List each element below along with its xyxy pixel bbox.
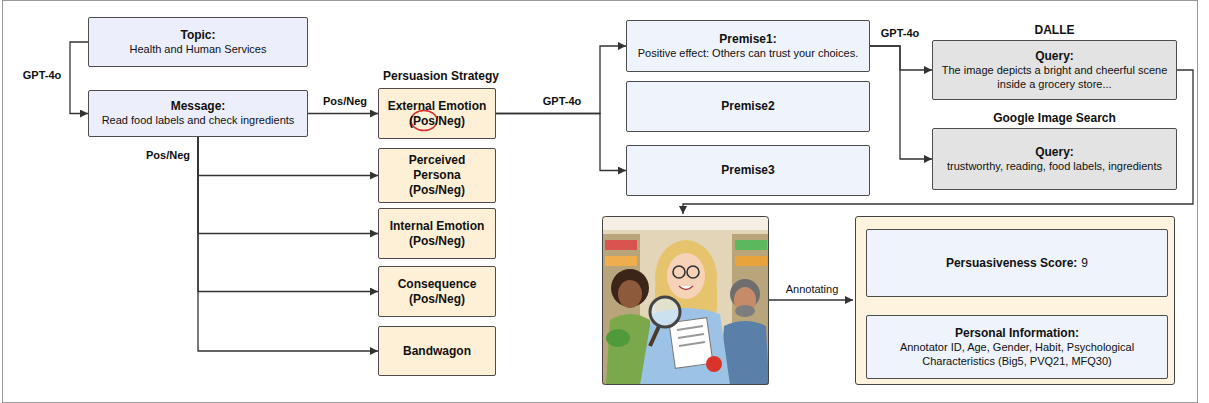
- body-text: Annotator ID, Age, Gender, Habit, Psycho…: [873, 341, 1161, 369]
- heading-text: Message:: [171, 99, 226, 114]
- premise-box: Premise1:Positive effect: Others can tru…: [626, 20, 870, 72]
- premise-box: Premise3: [626, 145, 870, 196]
- group-heading: Persuasion Strategy: [381, 69, 501, 83]
- heading-text: Premise1:: [719, 32, 776, 47]
- heading-text: (Pos/Neg): [409, 234, 465, 249]
- glasses: [673, 266, 685, 278]
- connector: [198, 137, 378, 351]
- person-beard: [735, 305, 755, 317]
- connector: [308, 113, 378, 114]
- heading-text: Personal Information:: [955, 326, 1079, 341]
- product-row: [605, 240, 637, 250]
- query-box: Google Image SearchQuery:trustworthy, re…: [932, 128, 1177, 190]
- glasses: [687, 266, 699, 278]
- smile: [679, 286, 693, 290]
- connector: [198, 137, 378, 176]
- body-text: Positive effect: Others can trust your c…: [638, 47, 859, 61]
- heading-text: Query:: [1035, 145, 1074, 160]
- info-box: Personal Information:Annotator ID, Age, …: [866, 315, 1168, 379]
- connector: [198, 137, 378, 292]
- heading-text: Persuasiveness Score:: [946, 256, 1077, 271]
- query-box: DALLEQuery:The image depicts a bright an…: [932, 40, 1177, 100]
- apple: [706, 356, 722, 372]
- heading-text: Bandwagon: [403, 344, 471, 359]
- strategy-box: Bandwagon: [378, 326, 496, 376]
- heading-text: (Pos/Neg): [409, 114, 465, 129]
- person-hair: [611, 269, 649, 307]
- edge-label: GPT-4o: [541, 95, 584, 108]
- heading-text: (Pos/Neg): [409, 292, 465, 307]
- image-border: [603, 217, 769, 385]
- connector: [870, 46, 932, 159]
- premise-box: Premise2: [626, 81, 870, 132]
- label-line: [679, 342, 705, 346]
- heading-text: Query:: [1035, 49, 1074, 64]
- product-row: [735, 256, 767, 266]
- arrow-label: Annotating: [784, 283, 841, 296]
- score-box: Persuasiveness Score: 9: [866, 229, 1168, 297]
- body-text: The image depicts a bright and cheerful …: [939, 64, 1170, 92]
- magnifier-handle: [650, 324, 660, 346]
- label-line: [678, 334, 704, 338]
- product-row: [735, 240, 767, 250]
- edge-label: Pos/Neg: [321, 95, 369, 108]
- woman-face: [667, 253, 705, 299]
- strategy-box: Internal Emotion(Pos/Neg): [378, 208, 496, 259]
- heading-text: Topic:: [180, 28, 215, 43]
- outside-heading: Google Image Search: [913, 111, 1196, 126]
- heading-text: External Emotion: [388, 99, 487, 114]
- message-box: Message:Read food labels and check ingre…: [88, 90, 308, 137]
- body-text: trustworthy, reading, food labels, ingre…: [947, 160, 1162, 174]
- connector: [198, 137, 378, 234]
- heading-text: Premise2: [721, 99, 774, 114]
- annotating-arrow: [769, 299, 853, 300]
- heading-text: Consequence: [398, 277, 477, 292]
- score-value: 9: [1081, 256, 1088, 271]
- edge-label: GPT-4o: [879, 27, 922, 40]
- magnifier: [650, 297, 680, 327]
- generated-image: [602, 216, 769, 385]
- strategy-box: Perceived Persona(Pos/Neg): [378, 148, 496, 203]
- store-background: [602, 216, 769, 385]
- person-face: [618, 280, 642, 308]
- heading-text: Internal Emotion: [390, 219, 485, 234]
- edge-label: Pos/Neg: [144, 149, 192, 162]
- body-text: Read food labels and check ingredients: [102, 114, 295, 128]
- annotation-panel: Persuasiveness Score: 9Personal Informati…: [855, 216, 1175, 385]
- lettuce: [606, 329, 630, 347]
- heading-text: Perceived Persona: [385, 153, 489, 183]
- heading-text: (Pos/Neg): [409, 183, 465, 198]
- connector: [870, 46, 932, 70]
- label-line: [677, 326, 703, 330]
- edge-label: GPT-4o: [21, 69, 64, 82]
- frame: [3, 1, 1198, 403]
- topic-box: Topic:Health and Human Services: [88, 17, 308, 67]
- strategy-box: External Emotion(Pos/Neg): [378, 88, 496, 139]
- strategy-box: Consequence(Pos/Neg): [378, 266, 496, 317]
- product-row: [605, 256, 637, 266]
- connector: [496, 114, 626, 171]
- connector: [70, 42, 88, 114]
- body-text: Health and Human Services: [130, 43, 267, 57]
- outside-heading: DALLE: [913, 23, 1196, 38]
- ceiling: [602, 216, 769, 230]
- connector: [496, 46, 626, 114]
- heading-text: Premise3: [721, 163, 774, 178]
- food-label: [669, 318, 713, 369]
